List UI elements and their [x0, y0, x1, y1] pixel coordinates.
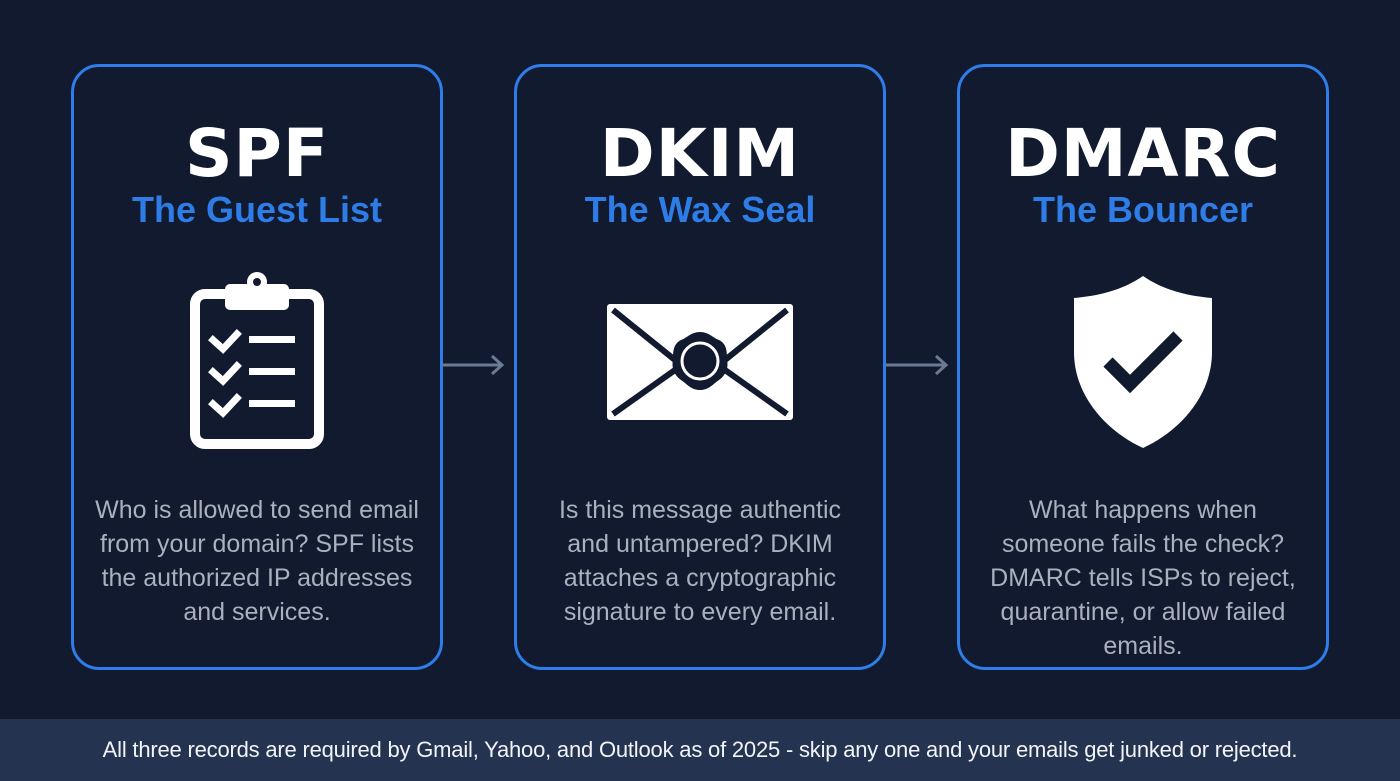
card-title: DKIM [599, 115, 801, 192]
arrow-right-icon [886, 354, 949, 376]
card-description: What happens when someone fails the chec… [990, 496, 1296, 660]
card-description: Who is allowed to send email from your d… [95, 496, 419, 626]
card-title: SPF [185, 115, 329, 192]
dmarc-card: DMARC The Bouncer What happens when some… [957, 64, 1329, 670]
footer-text: All three records are required by Gmail,… [102, 737, 1298, 762]
dkim-card: DKIM The Wax Seal Is this message authen… [514, 64, 886, 670]
footer-banner: All three records are required by Gmail,… [0, 719, 1400, 781]
sealed-envelope-icon [517, 267, 883, 457]
spf-card: SPF The Guest List Who is allowed to sen… [71, 64, 443, 670]
card-title: DMARC [1005, 115, 1281, 192]
card-description: Is this message authentic and untampered… [558, 496, 842, 626]
card-subtitle: The Bouncer [1032, 189, 1254, 230]
card-subtitle: The Guest List [131, 189, 383, 230]
card-subtitle: The Wax Seal [584, 189, 816, 230]
arrow-right-icon [442, 354, 505, 376]
clipboard-checklist-icon [74, 267, 440, 457]
shield-check-icon [960, 267, 1326, 457]
